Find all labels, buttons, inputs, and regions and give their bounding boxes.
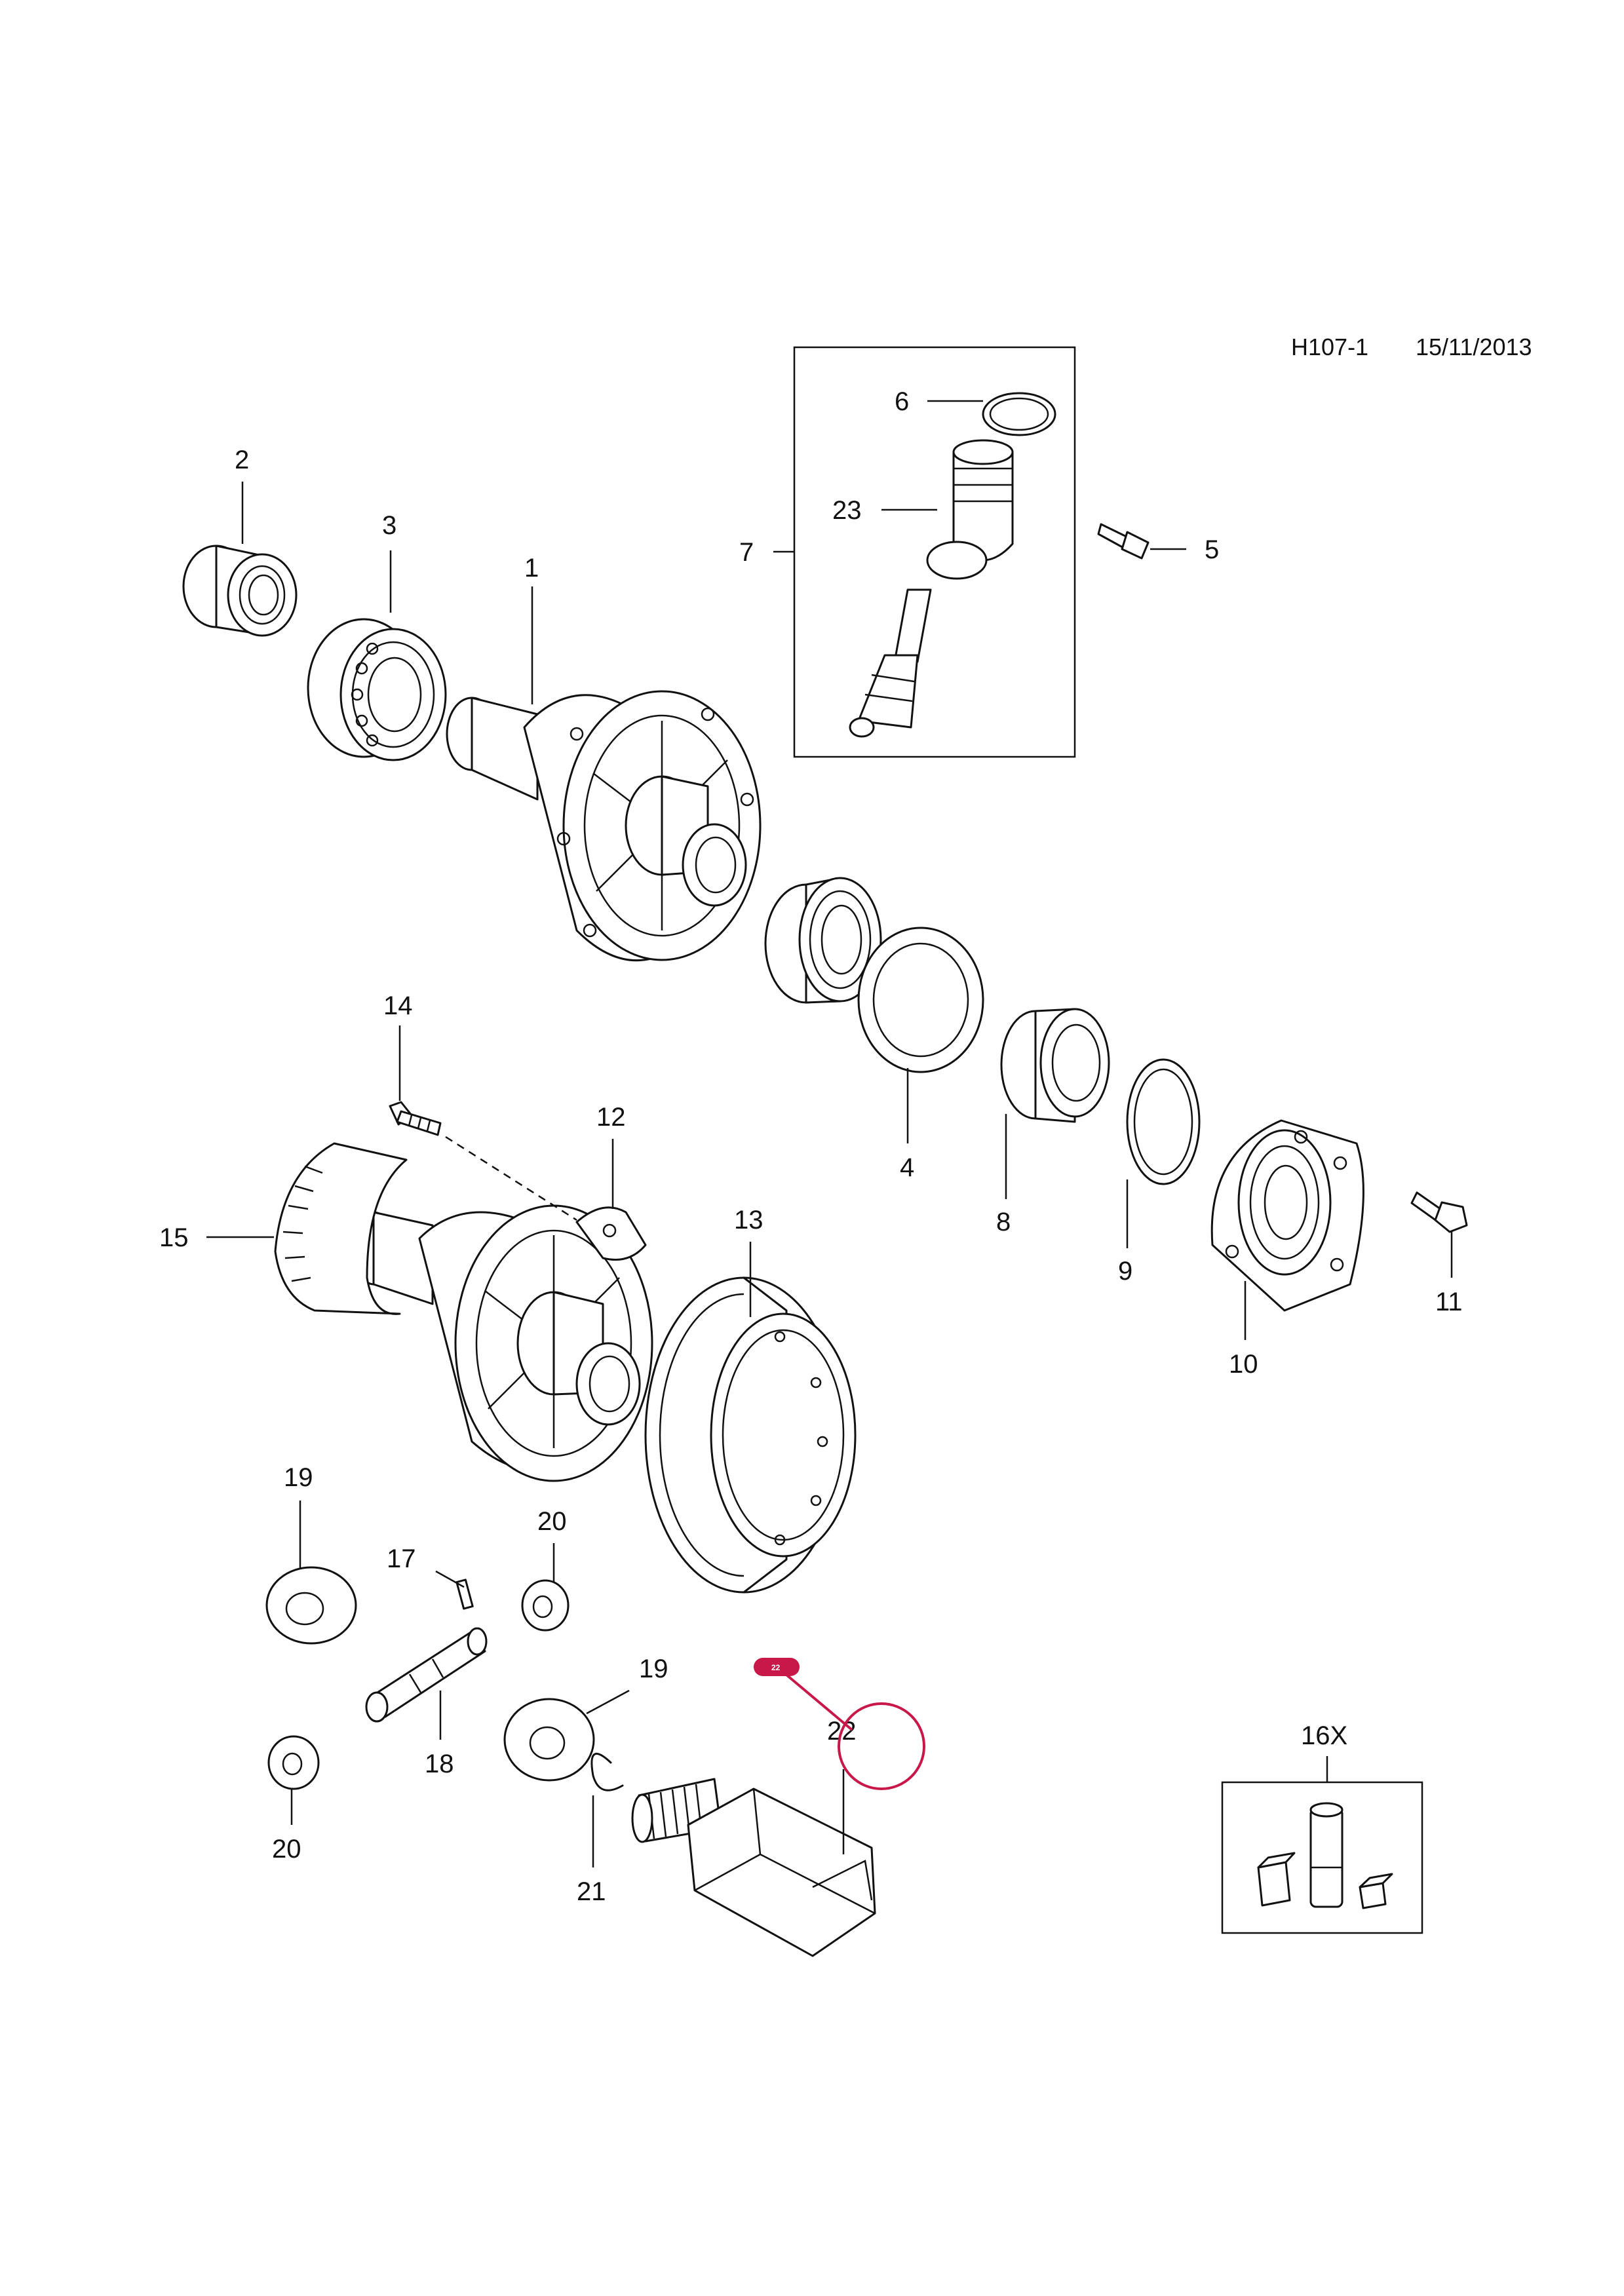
label-part-20-lower: 20 bbox=[272, 1835, 301, 1864]
part-19-washer-upper-graphic[interactable] bbox=[265, 1566, 357, 1645]
part-22-drive-joint-graphic[interactable] bbox=[631, 1778, 876, 1957]
part-17-pin-graphic[interactable] bbox=[455, 1578, 474, 1610]
diagram-date: 15/11/2013 bbox=[1416, 334, 1532, 360]
label-part-23: 23 bbox=[832, 496, 862, 525]
label-part-2: 2 bbox=[235, 446, 249, 474]
label-part-11: 11 bbox=[1435, 1288, 1463, 1316]
part-20-washer-lower-graphic[interactable] bbox=[267, 1735, 320, 1790]
part-5-screw-graphic[interactable] bbox=[1097, 523, 1150, 560]
label-part-16x: 16X bbox=[1301, 1721, 1347, 1750]
part-6-o-ring-graphic[interactable] bbox=[982, 392, 1056, 436]
part-12-differential-case-graphic[interactable] bbox=[353, 1204, 653, 1482]
part-20-washer-upper-graphic[interactable] bbox=[521, 1579, 570, 1632]
part-9-gasket-graphic[interactable] bbox=[1126, 1058, 1201, 1185]
part-10-flange-housing-graphic[interactable] bbox=[1210, 1119, 1364, 1312]
label-part-8: 8 bbox=[996, 1208, 1011, 1236]
label-part-19-lower: 19 bbox=[639, 1655, 668, 1683]
label-part-9: 9 bbox=[1118, 1257, 1132, 1286]
label-part-6: 6 bbox=[895, 387, 909, 416]
part-19-washer-lower-graphic[interactable] bbox=[503, 1698, 595, 1782]
part-8-seal-graphic[interactable] bbox=[1000, 1008, 1110, 1123]
label-part-13: 13 bbox=[734, 1206, 764, 1234]
part-11-bolt-graphic[interactable] bbox=[1410, 1191, 1468, 1233]
label-part-5: 5 bbox=[1205, 535, 1219, 564]
part-1-differential-housing-graphic[interactable] bbox=[446, 690, 762, 962]
label-part-4: 4 bbox=[900, 1153, 914, 1182]
part-14-bolt-graphic[interactable] bbox=[389, 1101, 442, 1136]
part-16x-kit-box[interactable] bbox=[1221, 1781, 1423, 1934]
label-part-1: 1 bbox=[524, 554, 539, 583]
label-part-20-upper: 20 bbox=[537, 1507, 567, 1536]
part-16x-kit-contents-graphic bbox=[1257, 1802, 1393, 1909]
part-18-shaft-graphic[interactable] bbox=[365, 1627, 488, 1723]
label-part-18: 18 bbox=[425, 1750, 454, 1778]
part-15-ring-graphic[interactable] bbox=[274, 1142, 408, 1315]
part-4-shim-graphic[interactable] bbox=[857, 927, 984, 1073]
label-part-14: 14 bbox=[383, 991, 413, 1020]
label-part-15: 15 bbox=[159, 1223, 189, 1252]
label-part-10: 10 bbox=[1229, 1350, 1258, 1379]
label-part-19-upper: 19 bbox=[284, 1463, 313, 1492]
highlight-badge-label: 22 bbox=[771, 1663, 781, 1672]
part-13-ring-gear-graphic[interactable] bbox=[644, 1276, 857, 1594]
label-part-7: 7 bbox=[739, 538, 754, 567]
label-part-12: 12 bbox=[596, 1103, 626, 1132]
label-part-3: 3 bbox=[382, 511, 396, 540]
part-3-roller-bearing-graphic[interactable] bbox=[307, 618, 447, 761]
part-7-pinion-shaft-graphic[interactable] bbox=[849, 588, 932, 738]
part-23-sleeve-graphic[interactable] bbox=[926, 439, 1014, 580]
part-21-circlip-graphic[interactable] bbox=[590, 1752, 624, 1791]
bearing-graphic-mid bbox=[764, 877, 882, 1004]
label-part-17: 17 bbox=[387, 1544, 416, 1573]
label-part-21: 21 bbox=[577, 1877, 606, 1906]
part-2-bearing-graphic[interactable] bbox=[182, 545, 298, 637]
diagram-code: H107-1 bbox=[1291, 334, 1368, 360]
part-22-highlight-marker[interactable]: 22 bbox=[754, 1658, 925, 1790]
